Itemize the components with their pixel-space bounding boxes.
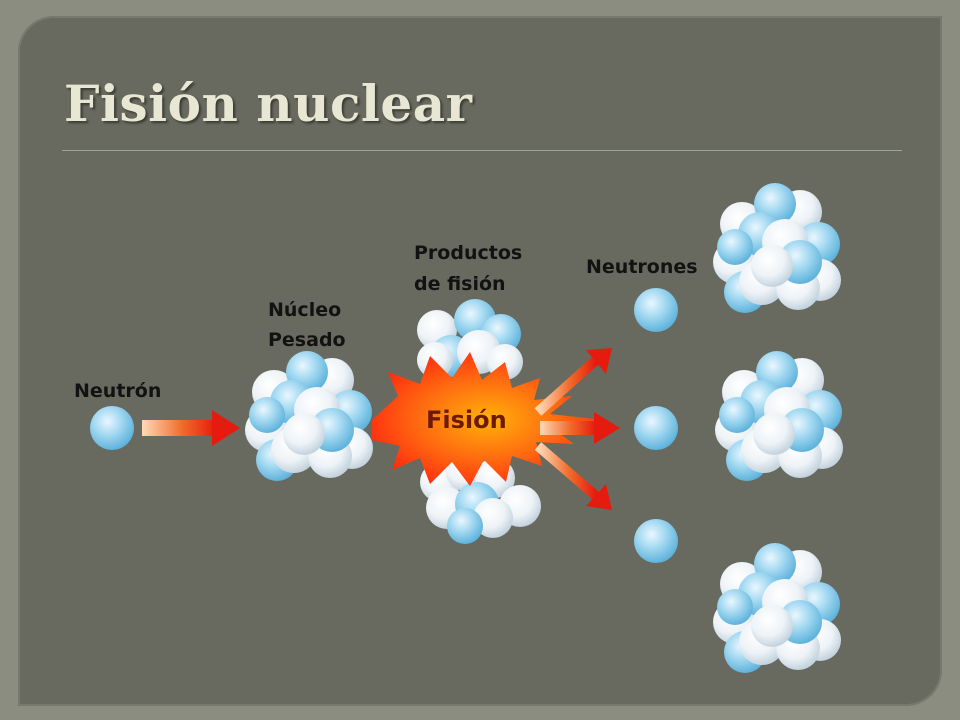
slide-title: Fisión nuclear <box>64 74 473 133</box>
target-nucleus <box>715 351 843 481</box>
label-heavy-nucleus-line2: Pesado <box>268 329 346 351</box>
heavy-nucleus <box>245 351 373 481</box>
target-nucleus <box>713 183 841 313</box>
incoming-arrow <box>142 410 240 446</box>
fission-product-bottom <box>420 453 541 544</box>
target-nucleus <box>713 543 841 673</box>
label-products-line1: Productos <box>414 242 522 264</box>
incoming-neutron <box>90 406 134 450</box>
outgoing-arrow-up <box>534 348 612 416</box>
label-neutron: Neutrón <box>74 380 161 402</box>
released-neutron <box>634 519 678 563</box>
fission-burst: Fisión <box>372 352 604 486</box>
outgoing-arrow-down <box>534 442 612 510</box>
label-products-line2: de fisión <box>414 273 506 295</box>
label-heavy-nucleus-line1: Núcleo <box>268 299 341 321</box>
label-neutrons: Neutrones <box>586 256 698 278</box>
released-neutron <box>634 288 678 332</box>
label-fission: Fisión <box>426 406 507 434</box>
outgoing-arrow-middle <box>540 412 620 444</box>
title-divider <box>62 150 902 151</box>
released-neutron <box>634 406 678 450</box>
